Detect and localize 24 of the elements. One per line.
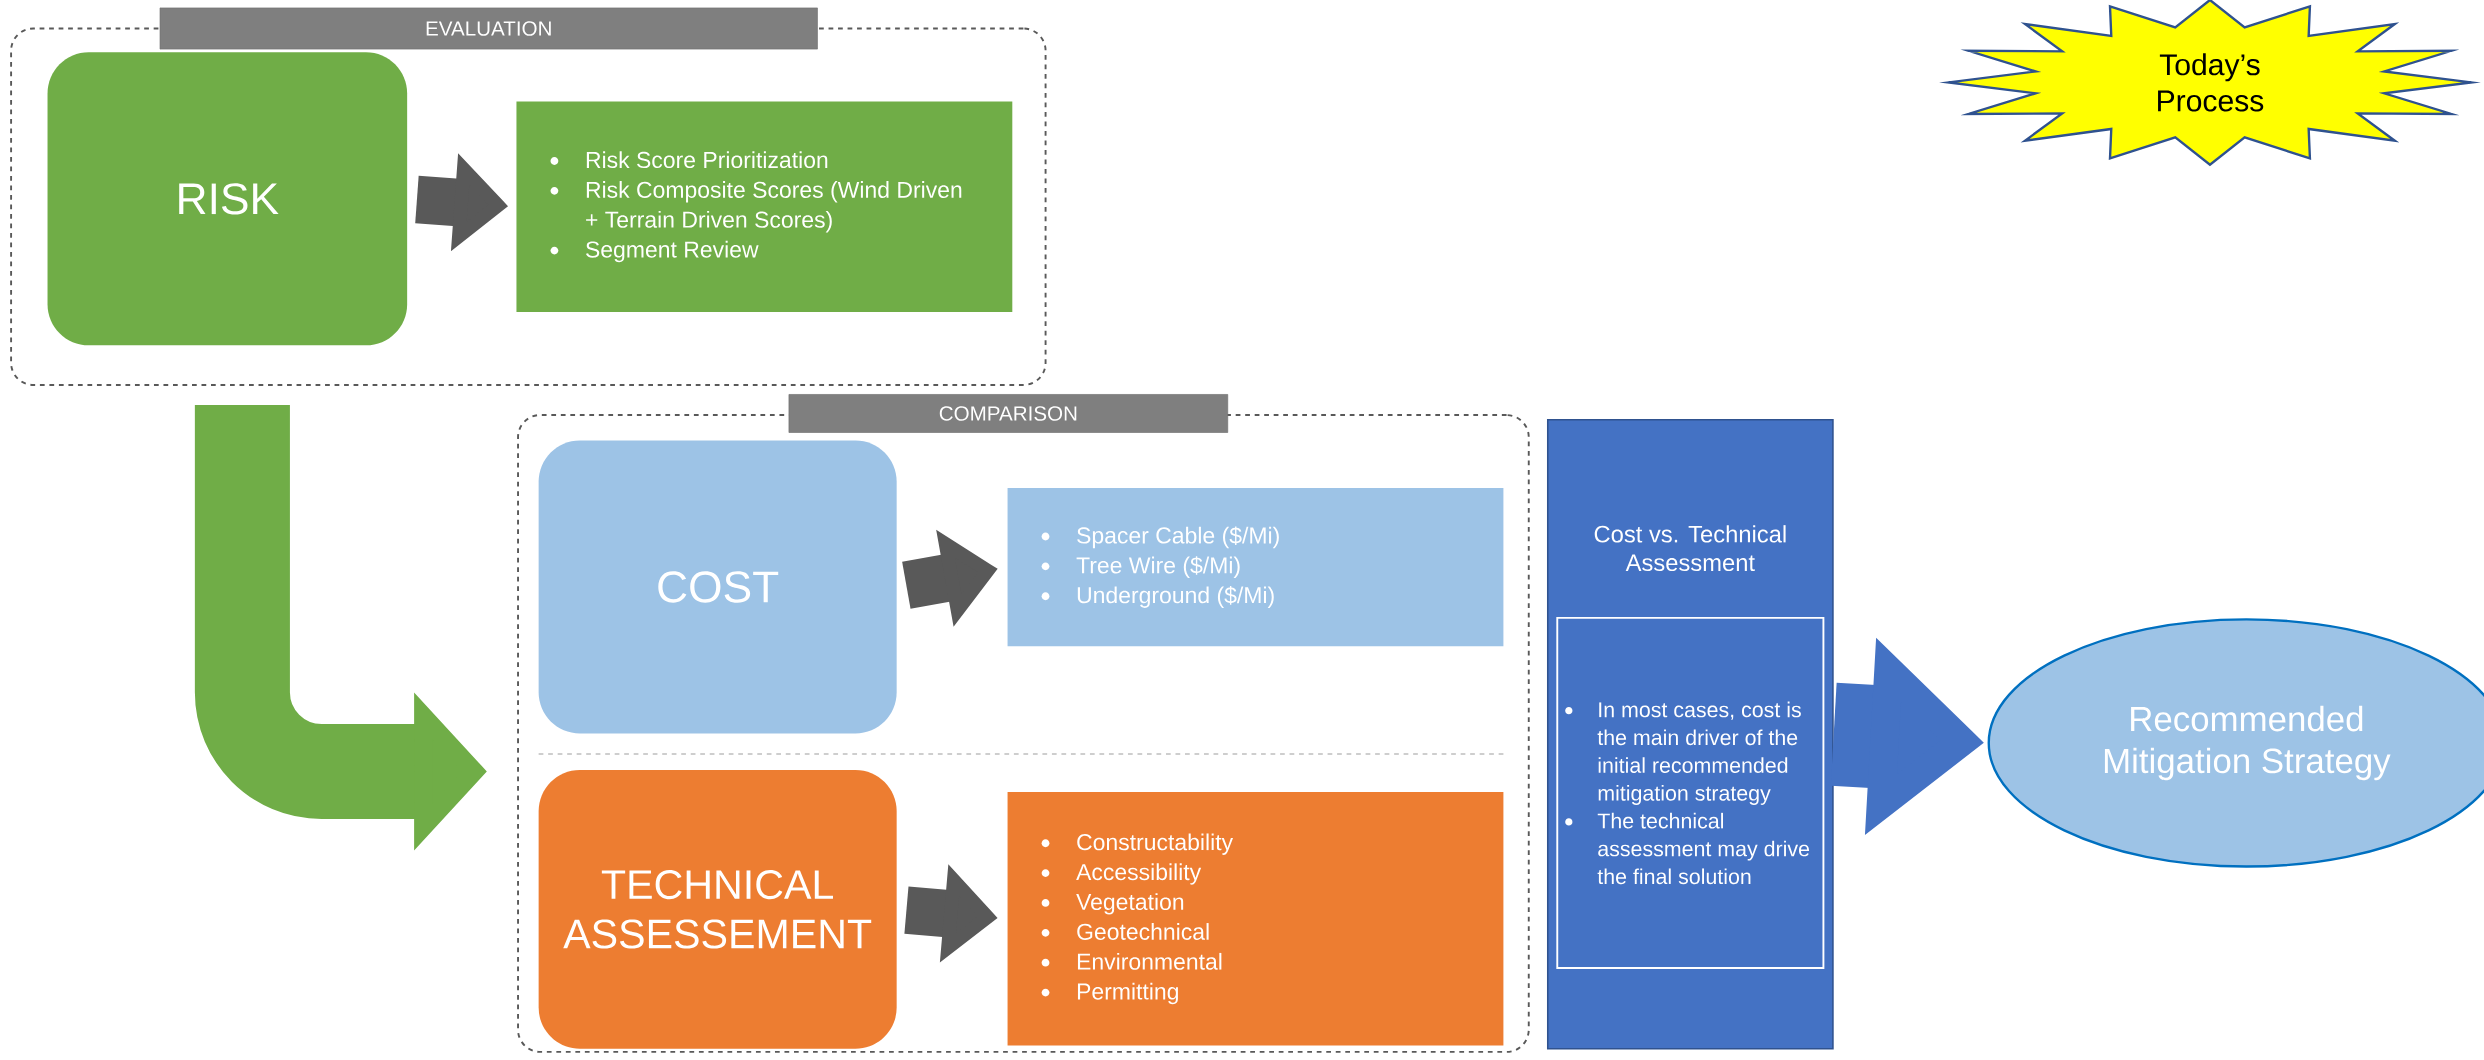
bullet-item: Segment Review [550,240,759,263]
bullet-item: Spacer Cable ($/Mi) [1041,526,1279,549]
bullet-item: Vegetation [1041,893,1184,915]
header-bar: EVALUATION [159,7,818,50]
bullet-item: Tree Wire ($/Mi) [1041,556,1240,579]
bullet-list-box [1007,792,1504,1046]
bullet-item: Constructability [1041,833,1234,855]
bullet-item: Underground ($/Mi) [1041,586,1274,608]
bullet-list-box [1007,488,1504,647]
bullet-item: In most cases, cost is the main driver of the initial recommended mitigation strategy [1565,701,1801,806]
starburst: Today’s Process [1939,0,2481,167]
bullet-item: The technical assessment may drive the final solution [1565,812,1810,885]
bullet-list-box [1556,616,1825,969]
process-box: RISK [47,52,408,346]
process-box: COST [538,440,897,734]
bullet-item: Risk Score Prioritization [550,151,828,169]
process-box: TECHNICAL ASSESSEMENT [538,770,897,1049]
bullet-item: Environmental [1041,953,1222,970]
bullet-item: Permitting [1041,982,1178,1005]
bullet-item: Accessibility [1041,863,1202,885]
bullet-item: Risk Composite Scores (Wind Driven + Terrain Driven Scores) [550,181,962,233]
bullet-item: Geotechnical [1041,923,1209,940]
bullet-list-box [516,101,1013,313]
header-bar: COMPARISON [788,394,1229,433]
